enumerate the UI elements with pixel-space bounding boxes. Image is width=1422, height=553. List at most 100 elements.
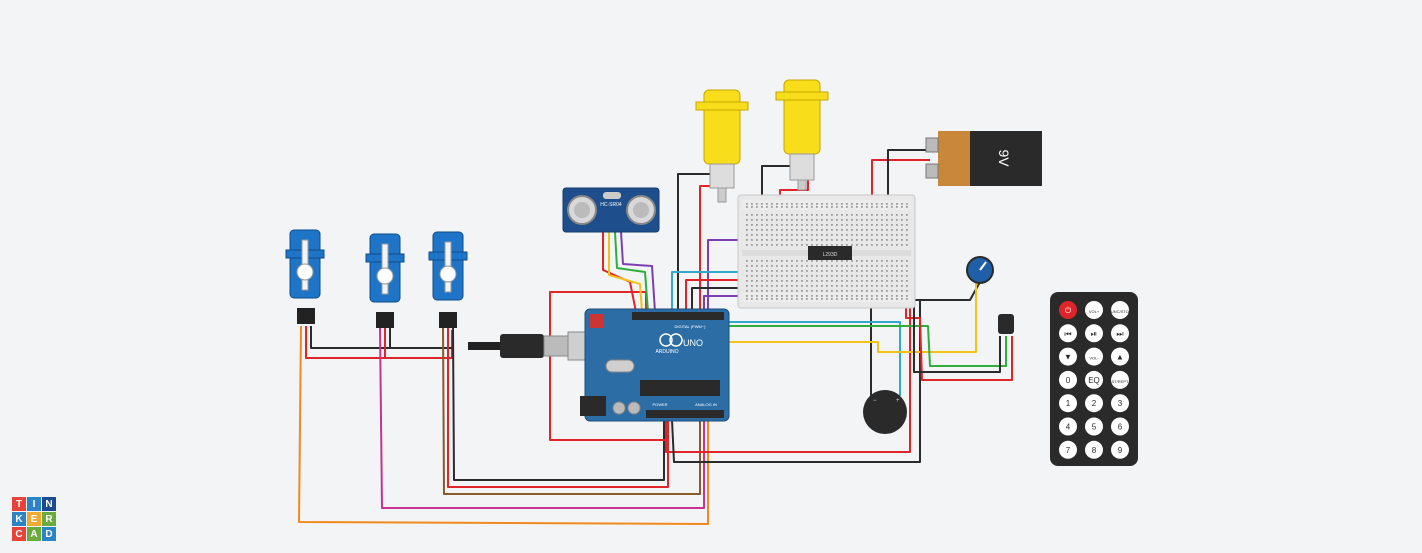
breadboard-hole (846, 203, 848, 205)
servo-2[interactable] (365, 233, 405, 328)
remote-button[interactable] (1111, 301, 1129, 319)
breadboard-hole (811, 270, 813, 272)
breadboard-hole (886, 244, 888, 246)
ir-receiver[interactable] (998, 314, 1014, 334)
remote-button[interactable] (1085, 347, 1103, 366)
breadboard-hole (771, 219, 773, 221)
breadboard-hole (761, 229, 763, 231)
breadboard-hole (771, 280, 773, 282)
breadboard-hole (771, 229, 773, 231)
remote-button[interactable] (1085, 370, 1103, 389)
breadboard-hole (866, 234, 868, 236)
breadboard-hole (846, 229, 848, 231)
breadboard-hole (766, 260, 768, 262)
remote-button[interactable] (1111, 394, 1129, 413)
breadboard-hole (836, 260, 838, 262)
breadboard-hole (751, 244, 753, 246)
breadboard-hole (766, 280, 768, 282)
remote-button[interactable] (1059, 417, 1077, 436)
potentiometer[interactable] (966, 256, 994, 284)
remote-button[interactable] (1111, 440, 1129, 459)
down-icon: ▼ (1064, 353, 1072, 362)
remote-button[interactable] (1085, 394, 1103, 413)
breadboard-hole (786, 206, 788, 208)
remote-button[interactable] (1059, 440, 1077, 459)
wire-motor1-black (677, 173, 711, 312)
breadboard-hole (826, 219, 828, 221)
breadboard-hole (796, 265, 798, 267)
breadboard-hole (806, 234, 808, 236)
breadboard-hole (751, 203, 753, 205)
breadboard-hole (871, 260, 873, 262)
breadboard-hole (836, 239, 838, 241)
breadboard-hole (746, 285, 748, 287)
breadboard-hole (876, 224, 878, 226)
ultrasonic-sensor[interactable]: HC-SR04 (562, 187, 660, 233)
breadboard-hole (861, 280, 863, 282)
breadboard-hole (806, 244, 808, 246)
remote-button[interactable] (1085, 301, 1103, 319)
breadboard-hole (766, 290, 768, 292)
remote-button[interactable] (1085, 440, 1103, 459)
breadboard-hole (901, 234, 903, 236)
breadboard-hole (776, 275, 778, 277)
remote-button[interactable] (1059, 370, 1077, 389)
remote-button[interactable] (1111, 347, 1129, 366)
breadboard-hole (796, 244, 798, 246)
breadboard-hole (776, 229, 778, 231)
breadboard-hole (896, 298, 898, 300)
breadboard-hole (851, 280, 853, 282)
remote-button[interactable] (1059, 301, 1077, 319)
remote-button[interactable] (1085, 324, 1103, 343)
breadboard-hole (831, 224, 833, 226)
arduino-uno[interactable]: ARDUINO UNO DIGITAL (PWM~) POWER ANALOG … (580, 308, 730, 422)
remote-button[interactable] (1085, 417, 1103, 436)
breadboard-hole (871, 234, 873, 236)
servo-1[interactable] (285, 229, 325, 324)
dc-motor-2[interactable] (775, 79, 829, 191)
breadboard-hole (771, 260, 773, 262)
breadboard-hole (791, 206, 793, 208)
remote-button[interactable] (1111, 324, 1129, 343)
breadboard-hole (891, 275, 893, 277)
breadboard-hole (856, 298, 858, 300)
breadboard-hole (856, 260, 858, 262)
remote-button[interactable] (1059, 394, 1077, 413)
breadboard-hole (766, 229, 768, 231)
breadboard-hole (786, 280, 788, 282)
battery-9v[interactable]: 9V (925, 131, 1042, 186)
breadboard-hole (811, 229, 813, 231)
breadboard-hole (886, 290, 888, 292)
breadboard-hole (861, 239, 863, 241)
breadboard-hole (851, 290, 853, 292)
breadboard-hole (831, 280, 833, 282)
dc-motor-1[interactable] (695, 89, 749, 203)
remote-button[interactable] (1059, 324, 1077, 343)
driver-ic[interactable]: L293D (808, 246, 852, 260)
breadboard-hole (891, 290, 893, 292)
breadboard-hole (786, 290, 788, 292)
remote-button[interactable] (1059, 347, 1077, 366)
breadboard-hole (816, 275, 818, 277)
servo-3[interactable] (428, 231, 468, 328)
svg-text:−: − (873, 398, 877, 404)
breadboard-hole (821, 295, 823, 297)
breadboard-hole (781, 206, 783, 208)
breadboard-hole (866, 280, 868, 282)
remote-button[interactable] (1111, 417, 1129, 436)
breadboard-hole (866, 224, 868, 226)
breadboard-hole (806, 239, 808, 241)
piezo-buzzer[interactable]: − + (863, 390, 907, 434)
arduino-model-label: UNO (683, 338, 703, 348)
breadboard-hole (881, 214, 883, 216)
breadboard-hole (816, 214, 818, 216)
breadboard-hole (906, 244, 908, 246)
breadboard-hole (746, 219, 748, 221)
breadboard-hole (776, 234, 778, 236)
remote-button[interactable] (1111, 370, 1129, 389)
breadboard-hole (786, 219, 788, 221)
breadboard-hole (856, 219, 858, 221)
logo-letter: T (12, 497, 26, 511)
